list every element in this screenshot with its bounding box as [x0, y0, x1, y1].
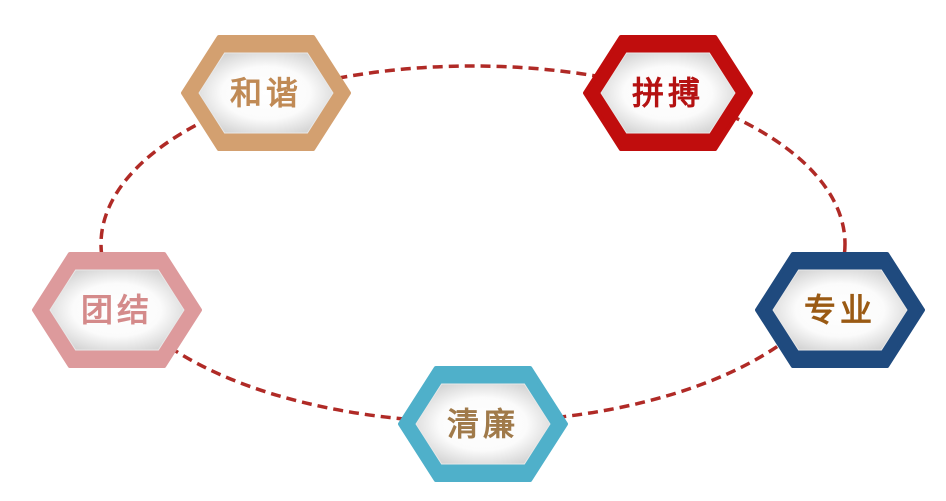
value-node-tuanjie: 团结 [32, 252, 202, 368]
node-label-qinglian: 清廉 [447, 405, 519, 443]
value-node-qinglian: 清廉 [398, 366, 568, 482]
node-label-tuanjie: 团结 [81, 291, 153, 329]
hexagon-inner [772, 269, 908, 351]
value-node-pinbo: 拼搏 [583, 35, 753, 151]
dashed-ring-connector [99, 64, 847, 424]
value-node-zhuanye: 专业 [755, 252, 925, 368]
node-label-pinbo: 拼搏 [632, 74, 704, 112]
hexagon-inner [415, 383, 551, 465]
node-label-hexie: 和谐 [230, 74, 302, 112]
hexagon-inner [600, 52, 736, 134]
hexagon-inner [49, 269, 185, 351]
hexagon-inner [198, 52, 334, 134]
value-node-hexie: 和谐 [181, 35, 351, 151]
node-label-zhuanye: 专业 [804, 291, 876, 329]
